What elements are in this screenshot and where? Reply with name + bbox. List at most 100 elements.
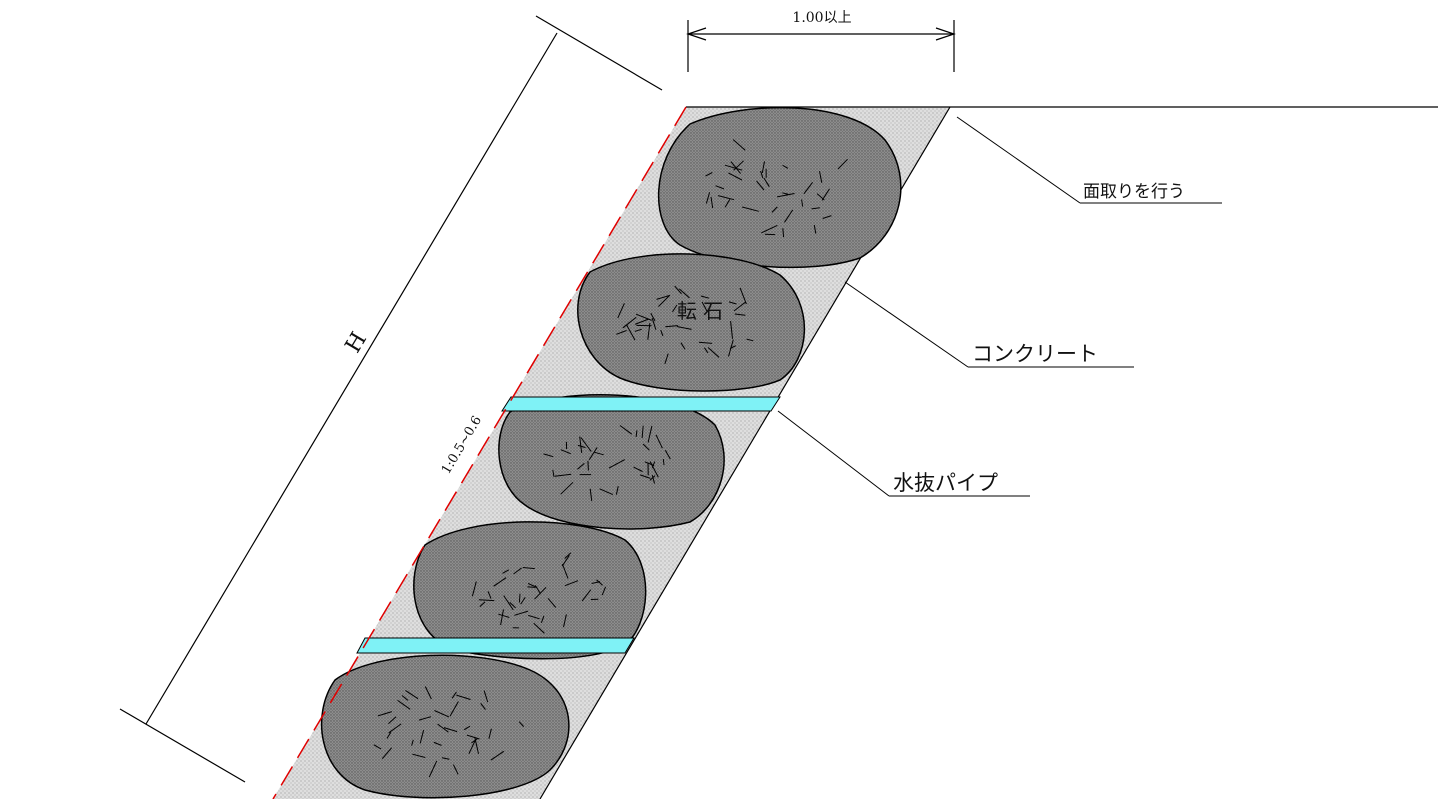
stone-texture-stroke	[733, 301, 746, 312]
stone-texture-stroke	[412, 753, 426, 758]
stone-texture-stroke	[388, 723, 402, 734]
stone-texture-stroke	[377, 711, 393, 717]
stone-texture-stroke	[388, 716, 397, 724]
stone-texture-stroke	[728, 172, 743, 181]
stone-texture-stroke	[642, 443, 650, 451]
stone-texture-stroke	[564, 552, 572, 559]
stone-texture-stroke	[500, 609, 504, 626]
stone-texture-stroke	[756, 180, 765, 191]
stone-texture-stroke	[674, 285, 682, 295]
stone-texture-stroke	[534, 585, 541, 594]
stone-texture-stroke	[601, 586, 607, 596]
stone-texture-stroke	[617, 303, 625, 319]
stone-label: 転 石	[677, 299, 723, 323]
stone-texture-stroke	[502, 569, 510, 574]
stone-texture-stroke	[733, 160, 744, 171]
stone-texture-stroke	[655, 434, 663, 449]
stone-texture-stroke	[633, 466, 643, 472]
stone-texture-stroke	[650, 312, 656, 322]
stone-texture-stroke	[513, 567, 522, 575]
stone-texture-stroke	[771, 206, 778, 213]
stone-texture-stroke	[419, 729, 425, 744]
stone-texture-stroke	[813, 224, 817, 234]
stone-texture-stroke	[734, 313, 746, 316]
stone-texture-stroke	[717, 195, 735, 201]
stone-texture-stroke	[782, 192, 789, 195]
stone-texture-stroke	[587, 460, 589, 471]
stone-texture-stroke	[554, 473, 572, 477]
stone-texture-stroke	[746, 338, 754, 342]
stone-texture-stroke	[742, 206, 759, 212]
stones-group	[320, 106, 902, 799]
stone-texture-stroke	[463, 725, 471, 731]
stone-texture-stroke	[678, 288, 690, 299]
stone-texture-stroke	[373, 744, 382, 750]
stone-texture-stroke	[560, 449, 571, 455]
stone-texture-stroke	[561, 563, 569, 579]
stone-texture-stroke	[411, 739, 414, 746]
stone-texture-stroke	[533, 622, 545, 634]
stone-texture-stroke	[615, 486, 619, 495]
stone-texture-stroke	[651, 318, 657, 330]
stone-texture-stroke	[707, 347, 720, 358]
stone-texture-stroke	[594, 451, 604, 456]
stone-texture-stroke	[577, 444, 586, 448]
drain-pipe-upper	[501, 396, 781, 412]
stone-texture-stroke	[732, 139, 746, 151]
stone-texture-stroke	[471, 581, 477, 597]
stone-texture-stroke	[522, 567, 535, 570]
h-extension-top	[535, 15, 663, 91]
stone-texture-stroke	[608, 459, 626, 469]
stone-texture-stroke	[563, 614, 567, 628]
stone-texture-stroke	[703, 347, 709, 354]
stone-texture-stroke	[698, 341, 713, 344]
stone-texture-stroke	[715, 185, 725, 190]
stone-texture-stroke	[509, 602, 516, 609]
stone-texture-stroke	[822, 215, 832, 219]
stone-texture-stroke	[701, 301, 708, 312]
stone-texture-stroke	[468, 740, 476, 755]
stone-texture-stroke	[474, 737, 479, 754]
stone-texture-stroke	[672, 304, 678, 313]
stone-texture-stroke	[552, 469, 555, 477]
stone-texture-stroke	[761, 224, 778, 234]
stone-texture-stroke	[626, 324, 636, 341]
slope-line	[272, 106, 687, 799]
stone-texture-stroke	[777, 193, 795, 198]
stone-texture-stroke	[760, 170, 764, 179]
stone-texture-stroke	[449, 701, 459, 717]
stone-texture-stroke	[664, 353, 669, 364]
stone-texture-stroke	[405, 689, 419, 700]
stone-texture-stroke	[662, 458, 665, 466]
chamfer-leader	[956, 116, 1081, 204]
stone-texture-stroke	[518, 593, 521, 603]
stone-texture-stroke	[724, 199, 731, 208]
stone-texture-stroke	[739, 287, 747, 305]
concrete-callout: コンクリート	[972, 342, 1098, 366]
stone-texture-stroke	[656, 294, 671, 300]
stone-texture-stroke	[434, 710, 450, 718]
stone-texture-stroke	[437, 723, 449, 733]
drain-pipe-callout: 水抜パイプ	[893, 471, 998, 495]
width-arrow-left	[686, 27, 707, 41]
stone-texture-stroke	[527, 586, 536, 588]
stone-texture-stroke	[811, 207, 820, 210]
stone-texture-stroke	[761, 161, 765, 174]
concrete-leader	[844, 281, 969, 368]
width-dimension-label: 1.00以上	[792, 10, 851, 26]
stone-texture-stroke	[660, 329, 664, 337]
stone-texture-stroke	[616, 330, 627, 335]
stone-texture-stroke	[424, 686, 432, 700]
stone-texture-stroke	[418, 716, 432, 721]
stone-texture-stroke	[490, 750, 505, 761]
stone-texture	[373, 139, 848, 778]
h-dimension-line	[145, 32, 558, 725]
stone-texture-stroke	[518, 721, 525, 727]
stone-texture-stroke	[488, 728, 492, 739]
stone-texture-stroke	[493, 577, 507, 587]
stone-texture-stroke	[451, 691, 457, 699]
stone-texture-stroke	[816, 193, 825, 201]
stone-texture-stroke	[581, 589, 592, 602]
stone-texture-stroke	[680, 342, 686, 350]
